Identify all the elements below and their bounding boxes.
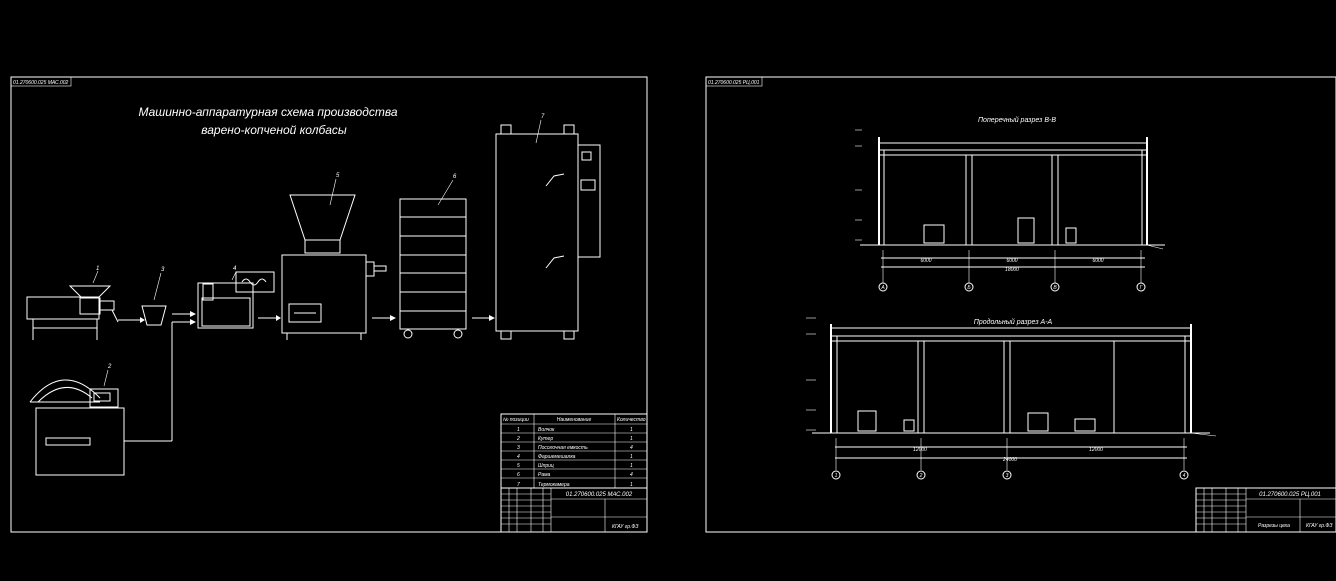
- label-4: 4: [233, 266, 237, 272]
- equipment-salting-container: 3: [141, 267, 167, 326]
- label-2: 2: [107, 364, 112, 370]
- axis-aa-1: 1: [835, 473, 838, 479]
- equipment-mixer: 4: [197, 266, 275, 329]
- sheet-1-title-line-1: Машинно-аппаратурная схема производства: [138, 105, 397, 119]
- table-row-name: Термокамера: [538, 482, 570, 488]
- table-row-pos: 5: [517, 463, 520, 469]
- sheet-2-title-block: 01.270600.025 РЦ.001 Разрезы цеха КГАУ г…: [1195, 487, 1336, 533]
- equipment-cutter: 2: [29, 364, 125, 476]
- dim-bb-total: 18000: [1005, 267, 1019, 273]
- sheet-2-stamp-sheet-name: Разрезы цеха: [1258, 523, 1290, 529]
- sheet-1-frame: [10, 76, 648, 533]
- sheet-2-corner-stamp: 01.270600.025 РЦ.001: [708, 80, 760, 86]
- table-row-name: Волчок: [538, 427, 555, 433]
- section-bb: Поперечный разрез В-В 6000: [855, 116, 1165, 292]
- table-row-pos: 1: [517, 427, 520, 433]
- sheet-1-process-scheme: 01.270600.025 МАС.002 Машинно-аппаратурн…: [10, 76, 648, 533]
- equipment-frame-rack: 6: [399, 174, 467, 339]
- section-aa-title: Продольный разрез А-А: [974, 318, 1053, 326]
- sheet-1-stamp-org: КГАУ гр.ФЗ: [612, 524, 638, 530]
- axis-bb-a: А: [880, 285, 885, 291]
- dim-bb-3: 6000: [1092, 258, 1103, 264]
- flow-arrows: [118, 311, 495, 442]
- axis-bb-b: Б: [967, 285, 971, 291]
- dim-aa-2: 12000: [1089, 447, 1103, 453]
- sheet-2-stamp-code: 01.270600.025 РЦ.001: [1259, 492, 1321, 498]
- table-row-pos: 3: [517, 445, 520, 451]
- table-row-qty: 4: [630, 472, 633, 478]
- equipment-thermochamber: 7: [495, 114, 601, 340]
- sheet-1-corner-stamp-box: [10, 76, 72, 87]
- table-row-qty: 1: [630, 427, 633, 433]
- label-6: 6: [453, 174, 457, 180]
- sheet-2-building-sections: 01.270600.025 РЦ.001 Поперечный разрез В…: [705, 76, 1336, 533]
- dim-bb-2: 6000: [1006, 258, 1017, 264]
- axis-aa-3: 3: [1006, 473, 1009, 479]
- table-row-name: Шприц: [538, 463, 554, 469]
- sheet-2-stamp-org: КГАУ гр.ФЗ: [1306, 523, 1332, 529]
- table-row-name: Рама: [538, 472, 551, 478]
- table-row-name: Фаршемешалка: [538, 454, 576, 460]
- label-7: 7: [541, 114, 545, 120]
- table-row-pos: 2: [516, 436, 520, 442]
- section-aa: Продольный разрез А-А: [806, 317, 1217, 480]
- axis-aa-2: 2: [919, 473, 923, 479]
- sheet-1-title-line-2: варено-копченой колбасы: [201, 123, 347, 137]
- axis-bb-c: В: [1053, 285, 1057, 291]
- table-row-qty: 1: [630, 482, 633, 488]
- label-1: 1: [96, 266, 99, 272]
- table-header-name: Наименование: [557, 417, 592, 423]
- label-5: 5: [336, 173, 340, 179]
- table-row-name: Кутер: [538, 436, 553, 442]
- dim-bb-1: 6000: [920, 258, 931, 264]
- table-row-qty: 1: [630, 436, 633, 442]
- dim-aa-total: 24000: [1002, 457, 1017, 463]
- equipment-filler: 5: [281, 173, 387, 340]
- table-row-pos: 6: [517, 472, 520, 478]
- sheet-2-corner-stamp-box: [705, 76, 763, 87]
- section-bb-title: Поперечный разрез В-В: [978, 116, 1056, 124]
- table-row-qty: 4: [630, 445, 633, 451]
- table-row-qty: 1: [630, 454, 633, 460]
- spec-table: № позиции Наименование Количество 1 Волч…: [500, 413, 648, 489]
- sheet-2-frame: [705, 76, 1336, 533]
- dim-aa-1: 12000: [913, 447, 927, 453]
- equipment-grinder: 1: [26, 266, 119, 340]
- sheet-1-corner-stamp: 01.270600.025 МАС.002: [13, 80, 69, 86]
- sheet-1-stamp-code: 01.270600.025 МАС.002: [566, 492, 633, 498]
- table-row-name: Посолочная емкость: [538, 445, 588, 451]
- table-row-pos: 4: [517, 454, 520, 460]
- table-header-qty: Количество: [617, 417, 646, 423]
- table-row-pos: 7: [517, 482, 520, 488]
- axis-aa-4: 4: [1183, 473, 1186, 479]
- sheet-1-title-block: 01.270600.025 МАС.002 КГАУ гр.ФЗ: [500, 487, 648, 533]
- table-row-qty: 1: [630, 463, 633, 469]
- label-3: 3: [161, 267, 165, 273]
- table-header-pos: № позиции: [503, 417, 529, 423]
- axis-bb-d: Г: [1140, 285, 1144, 291]
